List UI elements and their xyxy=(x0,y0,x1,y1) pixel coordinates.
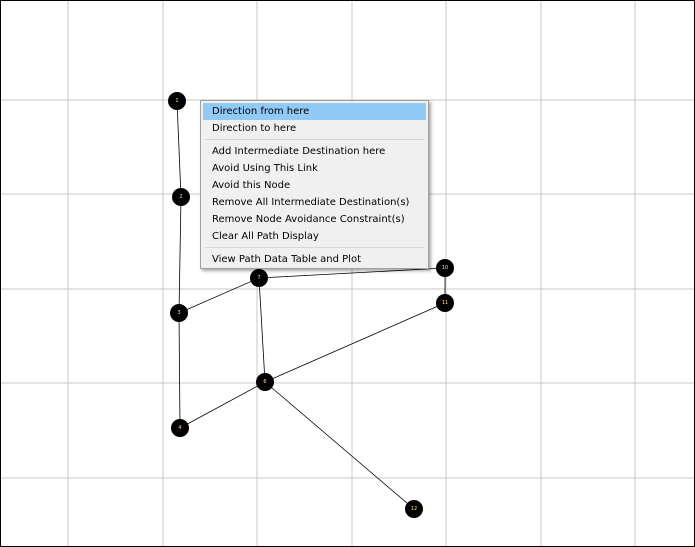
menu-item-clear-path-display[interactable]: Clear All Path Display xyxy=(212,231,319,242)
node-circle[interactable] xyxy=(172,188,190,206)
menu-item-avoid-node[interactable]: Avoid this Node xyxy=(212,180,291,191)
node-label: 11 xyxy=(442,300,448,306)
node-circle[interactable] xyxy=(171,419,189,437)
edge-6-11[interactable] xyxy=(264,302,446,383)
menu-item-view-path-data[interactable]: View Path Data Table and Plot xyxy=(212,254,361,265)
menu-item-remove-intermediate-destinations[interactable]: Remove All Intermediate Destination(s) xyxy=(212,197,410,208)
node-label: 7 xyxy=(257,275,260,281)
menu-separator xyxy=(205,139,424,140)
node-1[interactable]: 1 xyxy=(168,92,186,110)
node-circle[interactable] xyxy=(405,500,423,518)
node-circle[interactable] xyxy=(436,259,454,277)
node-label: 4 xyxy=(178,425,181,431)
context-menu: Direction from here Direction to here Ad… xyxy=(200,100,429,269)
edge-3-4[interactable] xyxy=(178,312,181,429)
menu-item-add-intermediate-destination[interactable]: Add Intermediate Destination here xyxy=(212,146,386,157)
node-4[interactable]: 4 xyxy=(171,419,189,437)
node-label: 6 xyxy=(263,379,266,385)
node-label: 1 xyxy=(175,98,178,104)
node-circle[interactable] xyxy=(170,304,188,322)
menu-item-remove-node-avoidance[interactable]: Remove Node Avoidance Constraint(s) xyxy=(212,214,405,225)
node-7[interactable]: 7 xyxy=(250,269,268,287)
edge-4-6[interactable] xyxy=(179,381,266,429)
menu-item-direction-from-here[interactable]: Direction from here xyxy=(203,103,426,120)
node-2[interactable]: 2 xyxy=(172,188,190,206)
edge-2-3[interactable] xyxy=(178,196,182,314)
menu-item-avoid-link[interactable]: Avoid Using This Link xyxy=(212,163,318,174)
menu-separator xyxy=(205,247,424,248)
edge-7-6[interactable] xyxy=(258,277,266,383)
edge-7-10[interactable] xyxy=(258,267,446,279)
node-circle[interactable] xyxy=(250,269,268,287)
edge-3-7[interactable] xyxy=(178,277,260,314)
node-12[interactable]: 12 xyxy=(405,500,423,518)
node-circle[interactable] xyxy=(256,373,274,391)
edges xyxy=(176,100,446,510)
node-label: 3 xyxy=(177,310,180,316)
node-circle[interactable] xyxy=(168,92,186,110)
node-label: 12 xyxy=(411,506,417,512)
node-label: 10 xyxy=(442,265,448,271)
node-circle[interactable] xyxy=(436,294,454,312)
node-10[interactable]: 10 xyxy=(436,259,454,277)
node-11[interactable]: 11 xyxy=(436,294,454,312)
edge-1-2[interactable] xyxy=(176,100,182,198)
node-label: 2 xyxy=(179,194,182,200)
node-6[interactable]: 6 xyxy=(256,373,274,391)
edge-6-12[interactable] xyxy=(264,381,415,510)
node-3[interactable]: 3 xyxy=(170,304,188,322)
menu-item-direction-to-here[interactable]: Direction to here xyxy=(212,123,297,134)
